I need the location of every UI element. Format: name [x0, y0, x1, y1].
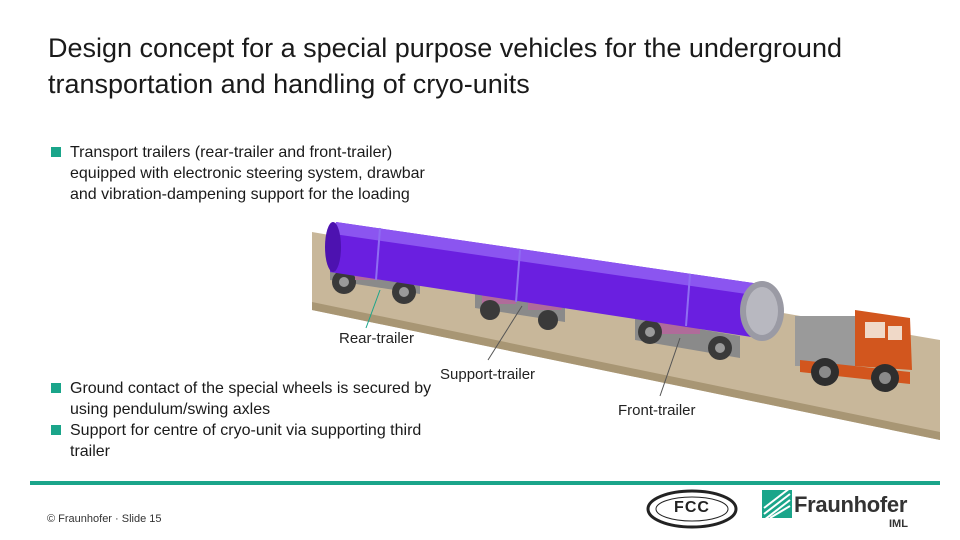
- bullet-item: Support for centre of cryo-unit via supp…: [50, 420, 440, 462]
- front-trailer-label: Front-trailer: [618, 402, 696, 419]
- fraunhofer-logo-text: Fraunhofer: [794, 492, 908, 517]
- bullet-item: Transport trailers (rear-trailer and fro…: [50, 142, 450, 205]
- bullet-square-icon: [51, 383, 61, 393]
- tunnel-edge: [312, 302, 940, 440]
- front-trailer: [635, 318, 740, 360]
- bullet-square-icon: [51, 147, 61, 157]
- vehicle-illustration: [300, 210, 940, 450]
- support-trailer-label: Support-trailer: [440, 366, 536, 383]
- bullet-text: Ground contact of the special wheels is …: [70, 380, 432, 418]
- front-trailer-leader-line: [659, 337, 681, 397]
- footer-divider: [30, 481, 940, 485]
- vehicle-illustration-svg: [312, 222, 940, 440]
- cryo-unit: [325, 222, 784, 341]
- bullet-text: Transport trailers (rear-trailer and fro…: [70, 144, 425, 203]
- bullet-list-bottom: Ground contact of the special wheels is …: [50, 378, 440, 462]
- footer-text: © Fraunhofer · Slide 15: [47, 513, 162, 525]
- fraunhofer-logo-icon: [762, 490, 792, 518]
- support-trailer-leader-line: [487, 305, 523, 361]
- bullet-list-top: Transport trailers (rear-trailer and fro…: [50, 142, 450, 205]
- bullet-item: Ground contact of the special wheels is …: [50, 378, 440, 420]
- slide-title: Design concept for a special purpose veh…: [48, 33, 842, 99]
- fraunhofer-logo: Fraunhofer IML: [762, 490, 922, 536]
- fcc-logo-icon: [646, 489, 738, 529]
- iml-logo-text: IML: [889, 518, 908, 530]
- rear-trailer-leader-line: [365, 289, 381, 329]
- fcc-logo-text: FCC: [674, 499, 710, 516]
- tractor-vehicle: [795, 310, 912, 392]
- fcc-logo: FCC: [646, 489, 738, 529]
- rear-trailer-label: Rear-trailer: [339, 330, 415, 347]
- bullet-square-icon: [51, 425, 61, 435]
- bullet-text: Support for centre of cryo-unit via supp…: [70, 422, 422, 460]
